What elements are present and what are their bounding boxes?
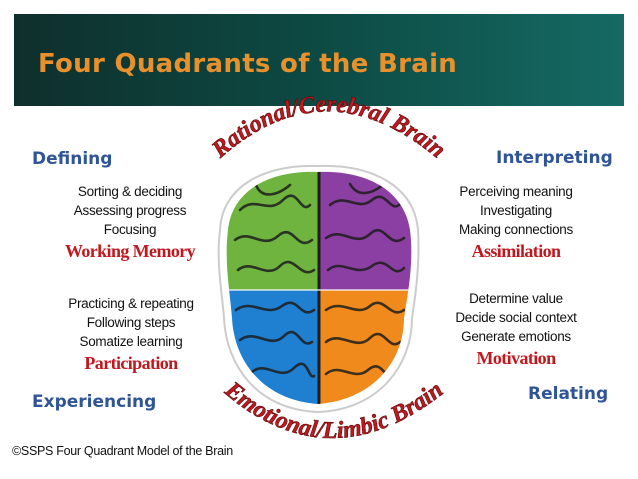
defining-line: Sorting & deciding	[77, 184, 183, 199]
relating-block: Determine value Decide social context Ge…	[428, 289, 604, 370]
interpreting-line: Making connections	[459, 222, 573, 237]
heading-experiencing: Experiencing	[32, 392, 157, 412]
defining-keyword: Working Memory	[64, 241, 196, 261]
title-banner: Four Quadrants of the Brain	[14, 14, 624, 106]
heading-defining: Defining	[32, 149, 113, 169]
heading-relating: Relating	[528, 384, 609, 404]
defining-line: Focusing	[103, 222, 157, 237]
relating-line: Determine value	[469, 291, 563, 306]
interpreting-keyword: Assimilation	[471, 241, 561, 261]
experiencing-line: Somatize learning	[79, 334, 183, 349]
experiencing-line: Following steps	[86, 315, 176, 330]
experiencing-keyword: Participation	[84, 353, 178, 373]
interpreting-block: Perceiving meaning Investigating Making …	[428, 182, 604, 263]
copyright-credit: ©SSPS Four Quadrant Model of the Brain	[12, 444, 233, 458]
defining-line: Assessing progress	[73, 203, 187, 218]
experiencing-line: Practicing & repeating	[68, 296, 194, 311]
experiencing-block: Practicing & repeating Following steps S…	[40, 294, 222, 375]
arc-label-top: Rational/Cerebral Brain	[206, 91, 450, 163]
relating-line: Generate emotions	[461, 329, 571, 344]
interpreting-line: Investigating	[480, 203, 552, 218]
relating-keyword: Motivation	[476, 348, 557, 368]
heading-interpreting: Interpreting	[496, 148, 613, 168]
relating-line: Decide social context	[455, 310, 577, 325]
interpreting-line: Perceiving meaning	[459, 184, 573, 199]
page-title: Four Quadrants of the Brain	[38, 49, 458, 79]
defining-block: Sorting & deciding Assessing progress Fo…	[40, 182, 220, 263]
